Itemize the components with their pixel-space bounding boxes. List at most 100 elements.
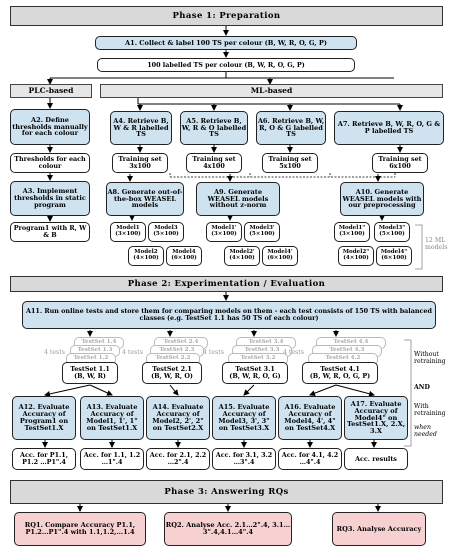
a9-generate: A9. Generate WEASEL models without z-nor… <box>196 182 280 216</box>
testset-name: TestSet 4.1 <box>320 365 360 374</box>
tests-count: 4 tests <box>283 349 304 356</box>
model-size: (4×100) <box>343 255 369 261</box>
a5-retrieve: A5. Retrieve B, W, R & O labelled TS <box>180 111 248 145</box>
model-name: Model4" <box>380 249 408 256</box>
model-name: Model3' <box>249 225 275 232</box>
model-size: (5×100) <box>379 231 405 237</box>
model-4: Model4(6×100) <box>166 246 202 266</box>
model-name: Model3 <box>154 225 178 232</box>
acc-1: Acc. for 1.1, 1.2 …1".4 <box>80 448 144 470</box>
model-size: (4×100) <box>133 255 159 261</box>
training-set-3x100: Training set 3x100 <box>112 153 168 173</box>
a17-evaluate: A17. Evaluate Accuracy of Model4" on Tes… <box>344 396 408 440</box>
plc-based-header: PLC-based <box>10 84 92 98</box>
training-set-name: Training set <box>268 155 312 164</box>
model-3-double: Model3"(5×100) <box>374 222 410 242</box>
testset-4-1: TestSet 4.1(B, W, R, O, G, P) <box>302 362 378 384</box>
a14-evaluate: A14. Evaluate Accuracy of Model2, 2', 2"… <box>146 396 210 440</box>
model-name: Model2' <box>229 249 255 256</box>
a16-evaluate: A16. Evaluate Accuracy of Model4, 4', 4"… <box>278 396 342 440</box>
a15-evaluate: A15. Evaluate Accuracy of Model3, 3', 3"… <box>212 396 276 440</box>
testset-classes: (B, W, R, O, G, P) <box>309 372 371 380</box>
model-3: Model3(5×100) <box>148 222 184 242</box>
model-name: Model3" <box>378 225 406 232</box>
training-set-size: 5x100 <box>279 162 301 170</box>
training-set-name: Training set <box>118 155 162 164</box>
retraining-without: Without retraining <box>414 351 446 365</box>
ml-based-header: ML-based <box>100 84 443 98</box>
tests-count: 4 tests <box>44 349 65 356</box>
testset-2-1: TestSet 2.1(B, W, R, O) <box>142 362 202 384</box>
retraining-with: With retraining <box>414 403 446 417</box>
model-size: (6×100) <box>171 255 197 261</box>
program1-output: Program1 with R, W & B <box>10 222 90 242</box>
a11-run-online-tests: A11. Run online tests and store them for… <box>22 301 436 329</box>
labelled-ts: 100 labelled TS per colour (B, W, R, O, … <box>97 58 355 72</box>
model-name: Model2 <box>134 249 158 256</box>
model-size: (5×100) <box>249 231 275 237</box>
model-name: Model2" <box>342 249 370 256</box>
model-size: (6×100) <box>381 255 407 261</box>
model-2: Model2(4×100) <box>128 246 164 266</box>
model-size: (6×100) <box>267 255 293 261</box>
phase3-header: Phase 3: Answering RQs <box>10 480 443 504</box>
tests-count: 4 tests <box>203 349 224 356</box>
a8-generate: A8. Generate out-of-the-box WEASEL model… <box>106 182 184 216</box>
acc-2: Acc. for 2.1, 2.2 …2".4 <box>146 448 210 470</box>
rq2: RQ2. Analyse Acc. 2.1…2".4, 3.1…3".4,4.1… <box>164 512 292 546</box>
model-name: Model1' <box>211 225 237 232</box>
training-set-4x100: Training set 4x100 <box>186 153 242 173</box>
model-1-prime: Model1'(3×100) <box>206 222 242 242</box>
acc-p1: Acc. for P1.1, P1.2 …P1".4 <box>12 448 76 470</box>
training-set-name: Training set <box>192 155 236 164</box>
model-2-prime: Model2'(4×100) <box>224 246 260 266</box>
a4-retrieve: A4. Retrieve B, W & R labelled TS <box>110 111 172 145</box>
model-4-double: Model4"(6×100) <box>376 246 412 266</box>
model-2-double: Model2"(4×100) <box>338 246 374 266</box>
model-size: (3×100) <box>211 231 237 237</box>
training-set-5x100: Training set 5x100 <box>262 153 318 173</box>
testset-name: TestSet 3.1 <box>235 365 275 374</box>
model-size: (4×100) <box>229 255 255 261</box>
rq3: RQ3. Analyse Accuracy <box>332 512 426 546</box>
training-set-name: Training set <box>378 155 422 164</box>
acc-results: Acc. results <box>344 448 408 470</box>
model-1: Model1(3×100) <box>110 222 146 242</box>
models-count-label: 12 ML models <box>425 237 448 251</box>
model-size: (5×100) <box>153 231 179 237</box>
a2-define-thresholds: A2. Define thresholds manually for each … <box>10 109 90 145</box>
model-name: Model1" <box>338 225 366 232</box>
rq1: RQ1. Compare Accuracy P1.1, P1.2…P1".4 w… <box>14 512 146 546</box>
training-set-size: 3x100 <box>129 162 151 170</box>
model-name: Model1 <box>116 225 140 232</box>
model-size: (3×100) <box>339 231 365 237</box>
model-name: Model4' <box>267 249 293 256</box>
phase2-header: Phase 2: Experimentation / Evaluation <box>10 276 443 292</box>
a7-retrieve: A7. Retrieve B, W, R, O, G & P labelled … <box>334 111 444 145</box>
acc-4: Acc. for 4.1, 4.2 …4".4 <box>278 448 342 470</box>
a6-retrieve: A6. Retrieve B, W, R, O & G labelled TS <box>256 111 326 145</box>
a1-collect-label: A1. Collect & label 100 TS per colour (B… <box>95 36 357 50</box>
training-set-6x100: Training set 6x100 <box>372 153 428 173</box>
acc-3: Acc. for 3.1, 3.2 …3".4 <box>212 448 276 470</box>
training-set-size: 4x100 <box>203 162 225 170</box>
model-4-prime: Model4'(6×100) <box>262 246 298 266</box>
model-size: (3×100) <box>115 231 141 237</box>
testset-1-1: TestSet 1.1(B, W, R) <box>62 362 118 384</box>
testset-3-1: TestSet 3.1(B, W, R, O, G) <box>222 362 288 384</box>
retraining-when: when needed <box>414 424 437 438</box>
testset-classes: (B, W, R, O, G) <box>229 372 281 380</box>
phase1-header: Phase 1: Preparation <box>10 6 443 26</box>
testset-classes: (B, W, R) <box>74 372 106 380</box>
model-name: Model4 <box>172 249 196 256</box>
training-set-size: 6x100 <box>389 162 411 170</box>
a10-generate: A10. Generate WEASEL models with our pre… <box>340 182 424 216</box>
model-1-double: Model1"(3×100) <box>334 222 370 242</box>
testset-name: TestSet 2.1 <box>152 365 192 374</box>
model-3-prime: Model3'(5×100) <box>244 222 280 242</box>
a13-evaluate: A13. Evaluate Accuracy of Model1, 1', 1"… <box>80 396 144 440</box>
thresholds-output: Thresholds for each colour <box>10 153 90 173</box>
testset-classes: (B, W, R, O) <box>151 372 193 380</box>
tests-count: 4 tests <box>122 349 143 356</box>
